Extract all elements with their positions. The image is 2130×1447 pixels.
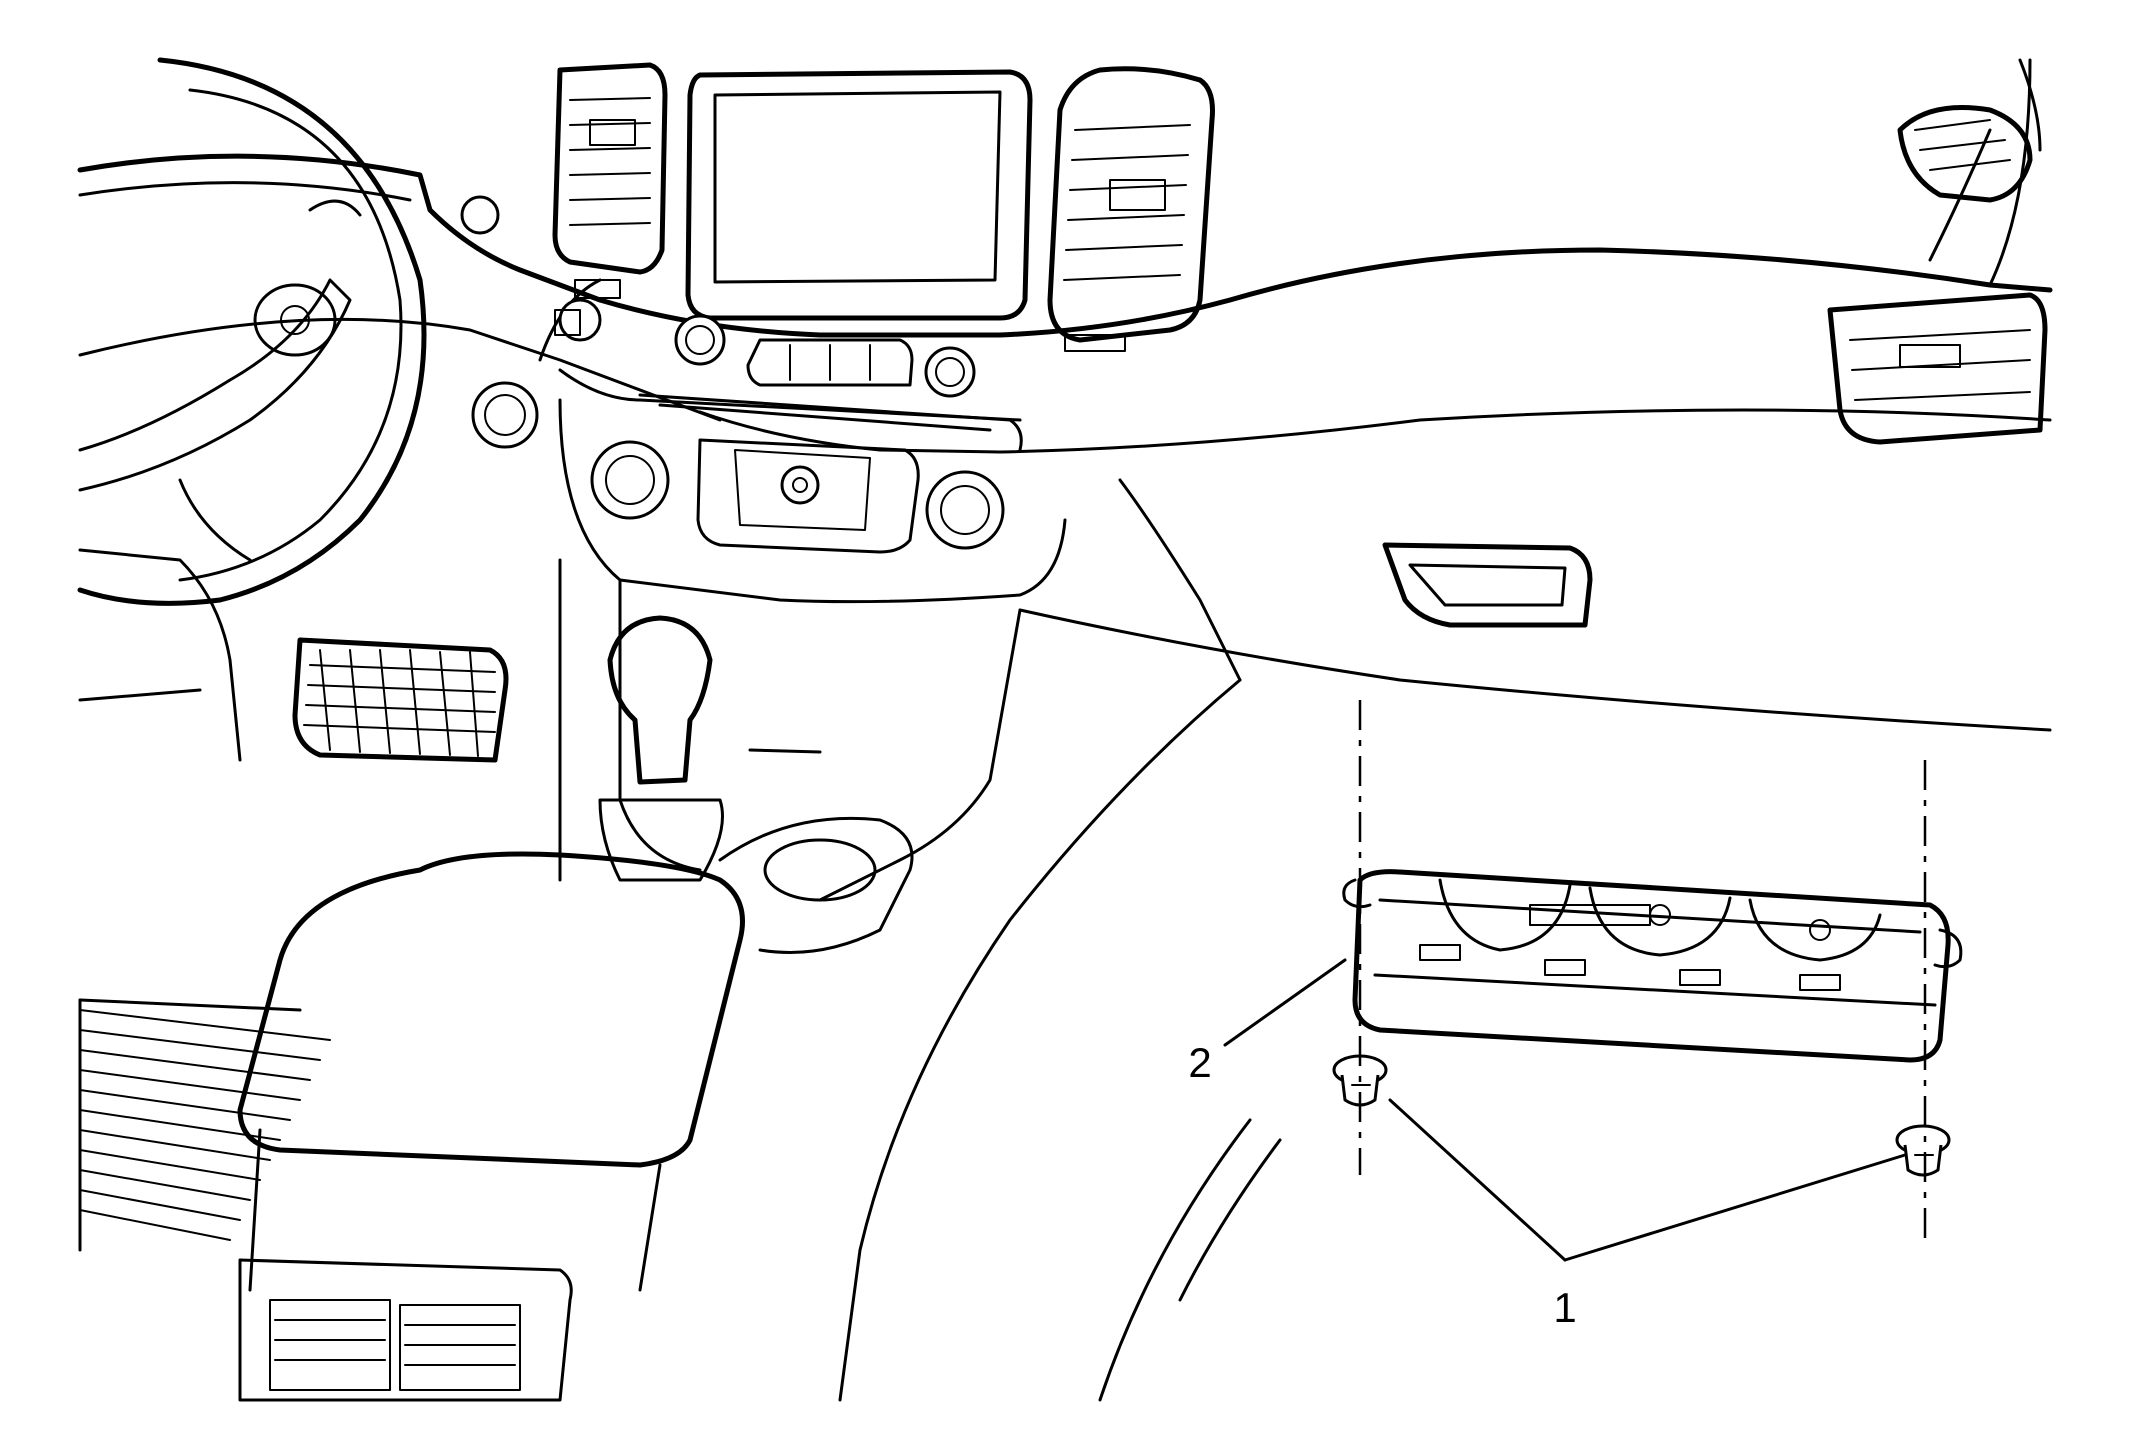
knee-airbag-module xyxy=(1342,869,1963,1063)
passenger-seat-outline xyxy=(838,678,1282,1402)
steering-wheel xyxy=(77,57,602,606)
callout-leaders xyxy=(1223,958,1907,1262)
fastener-right xyxy=(1895,1124,1951,1177)
instrument-panel-upper xyxy=(77,58,2053,732)
glove-box-handle xyxy=(1382,542,1593,628)
center-stack xyxy=(471,62,1215,604)
right-air-vents xyxy=(1827,105,2048,445)
driver-footwell xyxy=(78,548,509,1252)
alignment-lines xyxy=(1358,700,1927,1240)
center-console xyxy=(237,558,1022,1402)
callout-1-label: 1 xyxy=(1553,1284,1576,1331)
callout-2-label: 2 xyxy=(1188,1039,1211,1086)
